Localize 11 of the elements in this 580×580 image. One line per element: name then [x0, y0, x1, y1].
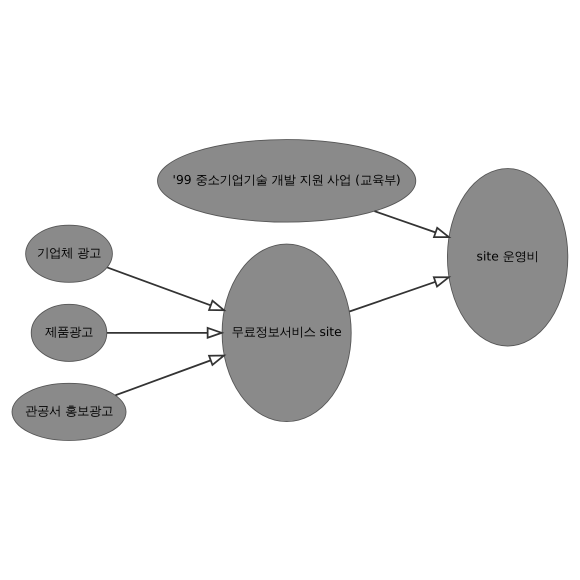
node-ellipse: '99 중소기업기술 개발 지원 사업 (교육부) [157, 139, 416, 223]
arrow [115, 354, 226, 396]
node-ellipse: 무료정보서비스 site [222, 244, 352, 422]
node-ellipse: 관공서 홍보광고 [12, 382, 126, 441]
arrow [349, 276, 452, 312]
arrow [107, 326, 224, 339]
node-ellipse: 기업체 광고 [25, 224, 113, 283]
node-ellipse: site 운영비 [446, 168, 568, 346]
arrow [106, 266, 226, 312]
arrow [374, 210, 452, 238]
node-ellipse: 제품광고 [30, 304, 108, 362]
